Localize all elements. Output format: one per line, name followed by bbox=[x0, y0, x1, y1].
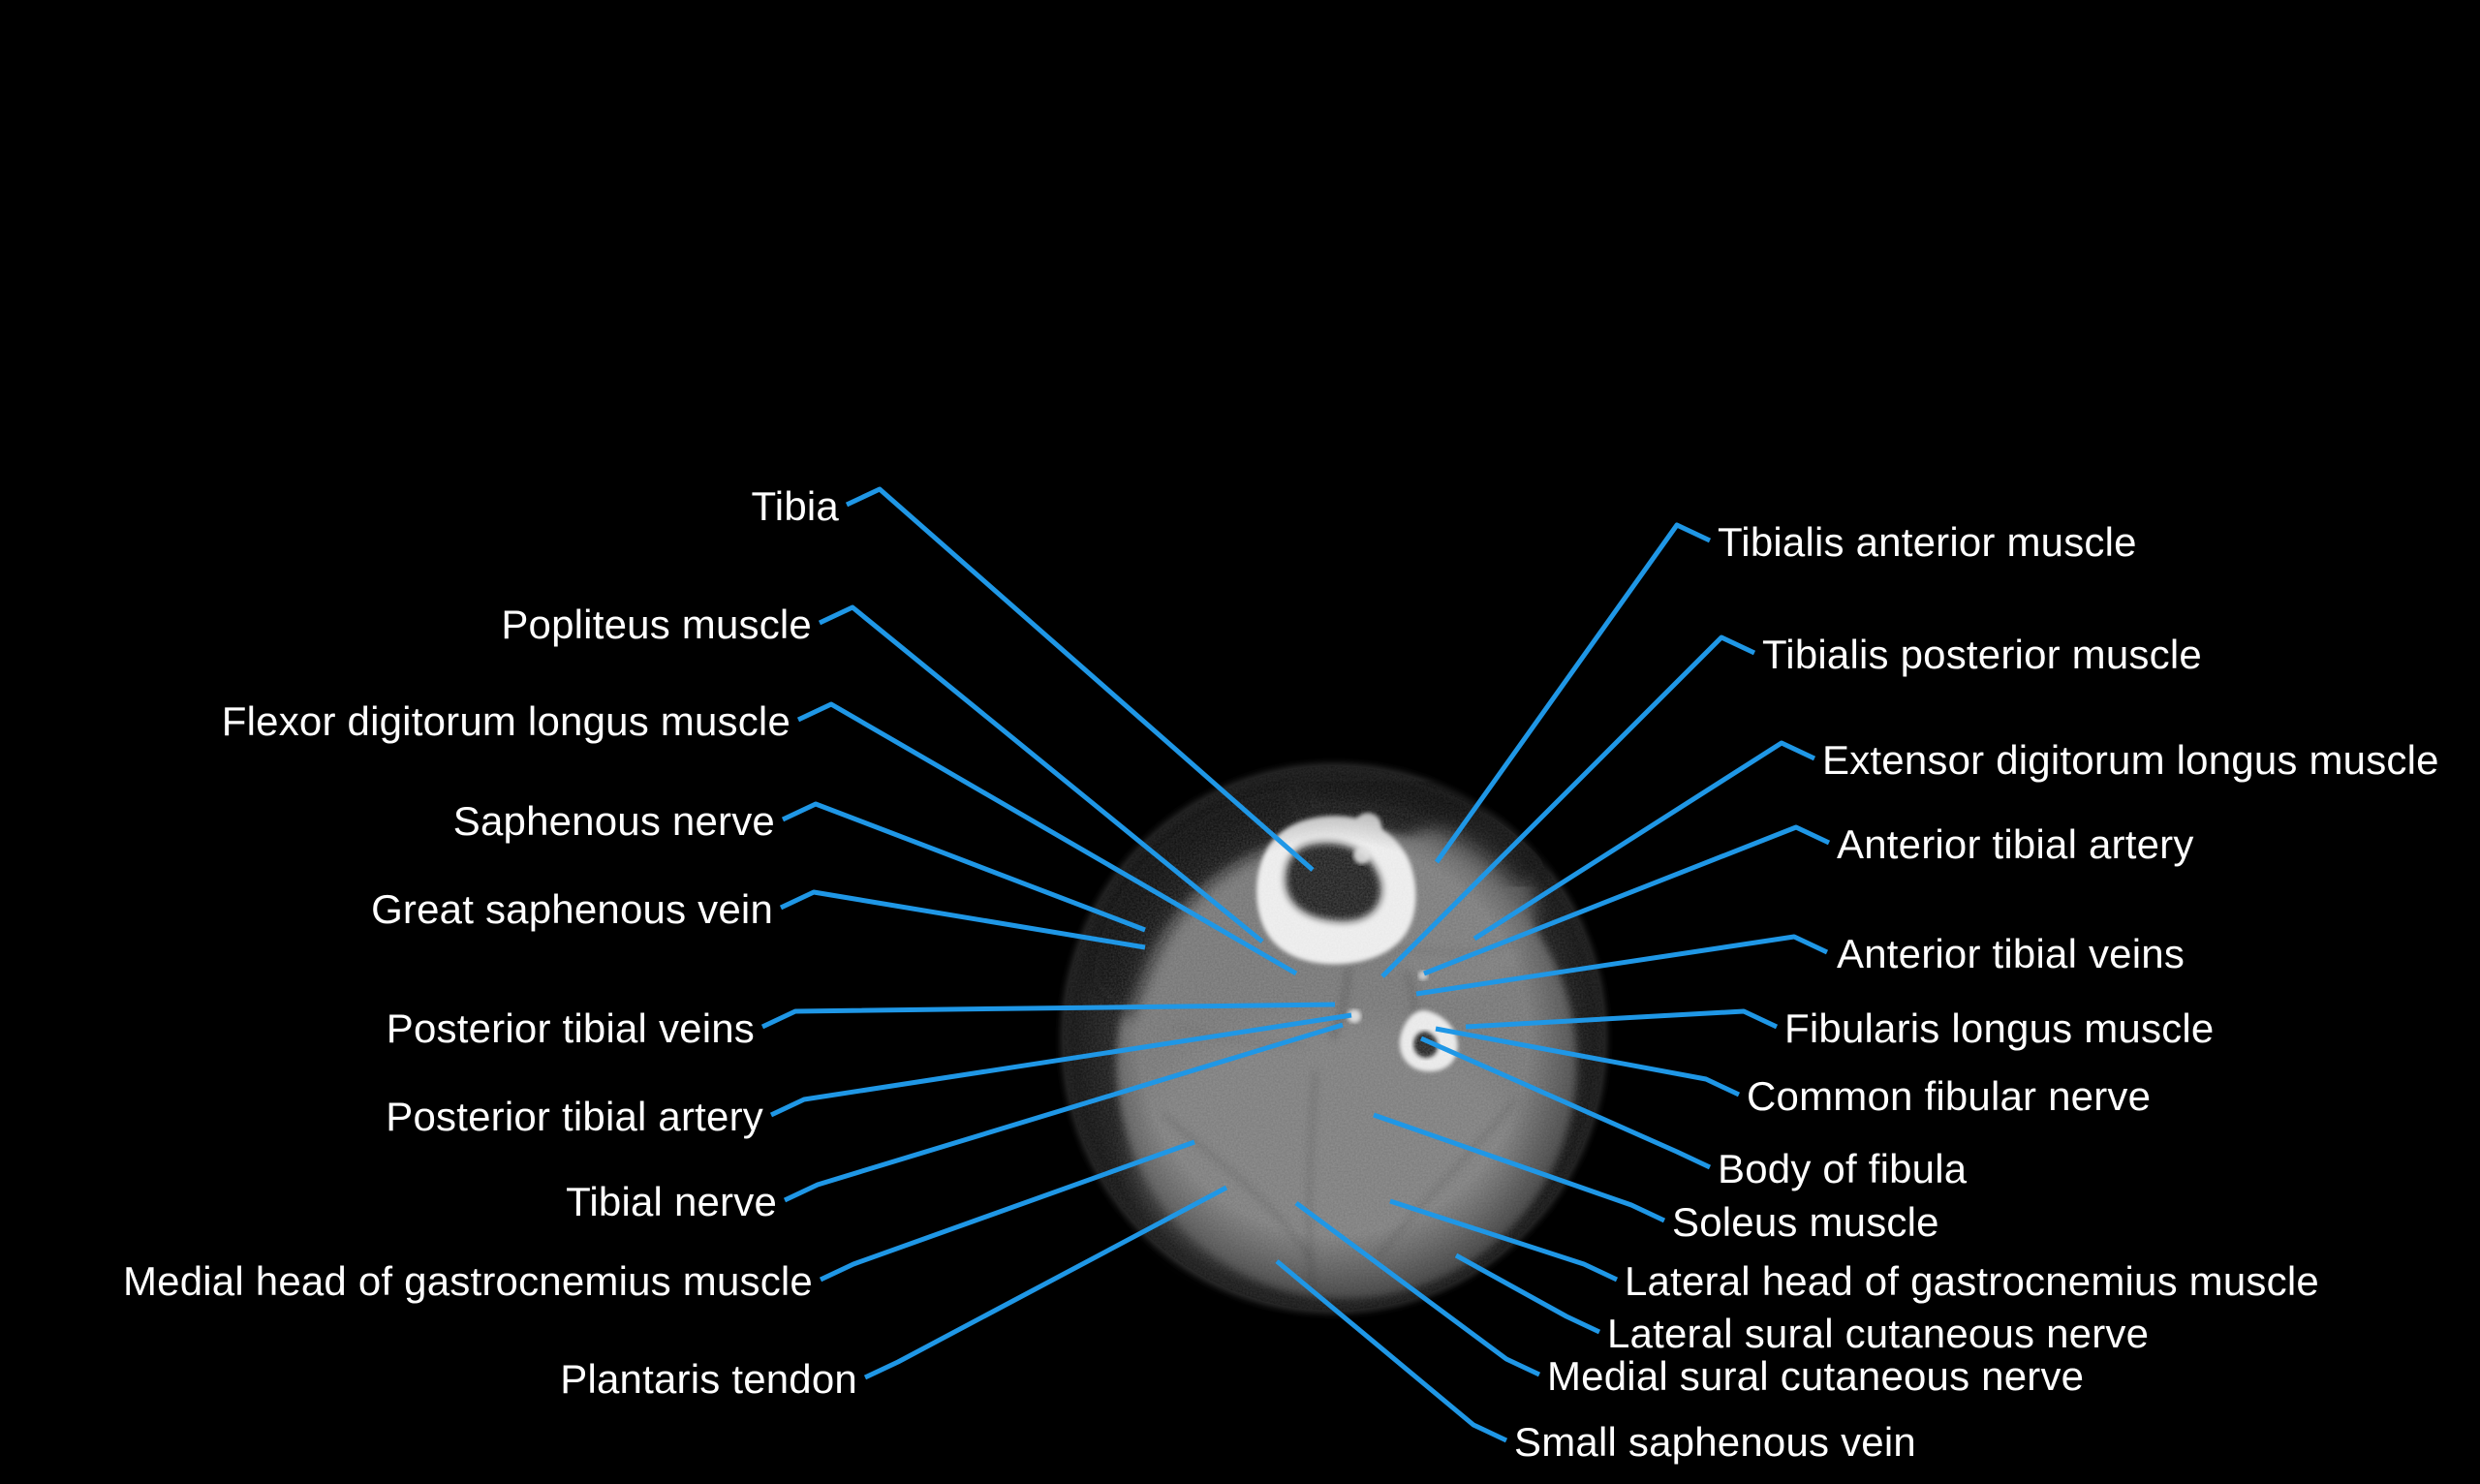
leader-line-small-saphenous-vein bbox=[1275, 1259, 1508, 1443]
label-body-of-fibula: Body of fibula bbox=[1718, 1146, 1968, 1191]
label-soleus-muscle: Soleus muscle bbox=[1672, 1199, 1939, 1245]
label-common-fibular-nerve: Common fibular nerve bbox=[1747, 1073, 2152, 1119]
label-popliteus-muscle: Popliteus muscle bbox=[501, 602, 812, 647]
label-flexor-digitorum-longus-muscle: Flexor digitorum longus muscle bbox=[221, 698, 790, 744]
label-extensor-digitorum-longus-muscle: Extensor digitorum longus muscle bbox=[1822, 737, 2439, 783]
leader-line-posterior-tibial-veins bbox=[760, 1002, 1336, 1030]
label-lateral-sural-cutaneous-nerve: Lateral sural cutaneous nerve bbox=[1607, 1311, 2150, 1356]
leader-line-body-of-fibula bbox=[1419, 1036, 1712, 1170]
label-posterior-tibial-artery: Posterior tibial artery bbox=[386, 1094, 763, 1139]
leader-line-posterior-tibial-artery bbox=[769, 1012, 1352, 1118]
leader-line-lateral-sural-cutaneous-nerve bbox=[1454, 1252, 1601, 1335]
label-tibialis-anterior-muscle: Tibialis anterior muscle bbox=[1718, 519, 2137, 565]
label-tibialis-posterior-muscle: Tibialis posterior muscle bbox=[1762, 632, 2202, 677]
leader-line-great-saphenous-vein bbox=[779, 889, 1146, 950]
leader-line-tibia bbox=[845, 486, 1315, 872]
leader-line-medial-head-of-gastrocnemius-muscle bbox=[819, 1139, 1195, 1283]
leader-line-tibial-nerve bbox=[783, 1022, 1344, 1203]
leader-line-medial-sural-cutaneous-nerve bbox=[1294, 1200, 1541, 1377]
label-fibularis-longus-muscle: Fibularis longus muscle bbox=[1784, 1005, 2215, 1051]
leader-line-fibularis-longus-muscle bbox=[1465, 1008, 1779, 1030]
leader-line-anterior-tibial-artery bbox=[1423, 824, 1831, 976]
label-posterior-tibial-veins: Posterior tibial veins bbox=[386, 1005, 755, 1051]
label-medial-sural-cutaneous-nerve: Medial sural cutaneous nerve bbox=[1547, 1353, 2085, 1399]
leader-line-saphenous-nerve bbox=[781, 801, 1146, 933]
leader-lines-group bbox=[760, 486, 1831, 1443]
label-saphenous-nerve: Saphenous nerve bbox=[452, 798, 775, 844]
ct-scan-group bbox=[1062, 764, 1606, 1313]
leader-line-tibialis-anterior-muscle bbox=[1434, 522, 1712, 864]
leader-line-popliteus-muscle bbox=[818, 604, 1264, 943]
label-plantaris-tendon: Plantaris tendon bbox=[560, 1356, 857, 1402]
leader-line-plantaris-tendon bbox=[863, 1185, 1228, 1380]
ct-vignette bbox=[1064, 766, 1604, 1311]
leader-line-common-fibular-nerve bbox=[1435, 1026, 1741, 1098]
label-anterior-tibial-veins: Anterior tibial veins bbox=[1837, 931, 2186, 976]
label-anterior-tibial-artery: Anterior tibial artery bbox=[1837, 821, 2194, 867]
leader-line-tibialis-posterior-muscle bbox=[1380, 634, 1756, 978]
leader-line-extensor-digitorum-longus-muscle bbox=[1472, 740, 1816, 942]
label-tibia: Tibia bbox=[751, 483, 839, 529]
leader-line-lateral-head-of-gastrocnemius-muscle bbox=[1389, 1198, 1619, 1283]
leader-line-flexor-digitorum-longus-muscle bbox=[796, 701, 1298, 976]
label-small-saphenous-vein: Small saphenous vein bbox=[1514, 1419, 1916, 1465]
leader-line-soleus-muscle bbox=[1373, 1112, 1666, 1223]
leader-line-anterior-tibial-veins bbox=[1415, 934, 1829, 997]
label-medial-head-of-gastrocnemius-muscle: Medial head of gastrocnemius muscle bbox=[122, 1258, 813, 1304]
label-great-saphenous-vein: Great saphenous vein bbox=[371, 886, 773, 932]
label-lateral-head-of-gastrocnemius-muscle: Lateral head of gastrocnemius muscle bbox=[1625, 1258, 2319, 1304]
label-tibial-nerve: Tibial nerve bbox=[566, 1179, 777, 1224]
